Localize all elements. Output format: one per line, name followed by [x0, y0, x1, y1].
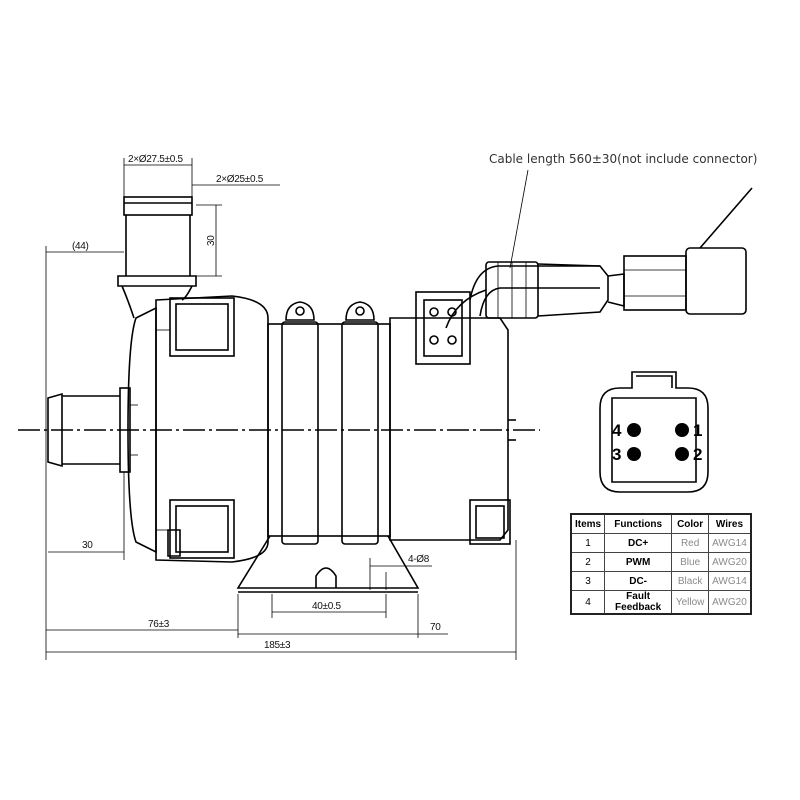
cell-wire: AWG14 [708, 571, 752, 591]
dimension-hole-dia: 4-Ø8 [369, 554, 432, 590]
cell-item: 2 [570, 552, 606, 572]
svg-text:(44): (44) [72, 241, 89, 252]
cable-length-label: Cable length 560±30(not include connecto… [489, 152, 757, 166]
pin-function-table: Items Functions Color Wires 1 DC+ Red AW… [570, 513, 752, 615]
header-wires: Wires [708, 513, 752, 534]
outlet-nozzle [117, 196, 197, 319]
volute-housing [127, 295, 269, 563]
svg-text:4-Ø8: 4-Ø8 [408, 554, 430, 565]
svg-text:30: 30 [82, 540, 93, 551]
svg-text:70: 70 [430, 622, 441, 633]
cell-function: Fault Feedback [604, 590, 673, 615]
header-items: Items [570, 513, 606, 534]
cell-item: 4 [570, 590, 606, 615]
cell-item: 3 [570, 571, 606, 591]
pin-label-4: 4 [612, 421, 622, 440]
svg-text:30: 30 [206, 235, 217, 246]
table-row: 1 DC+ Red AWG14 [570, 533, 752, 553]
cell-color: Red [671, 533, 710, 553]
motor-rear [389, 289, 516, 545]
pin-dot-1 [675, 423, 689, 437]
dimension-hole-spacing: 40±0.5 [271, 594, 387, 618]
pin-label-3: 3 [612, 445, 621, 464]
cell-wire: AWG14 [708, 533, 752, 553]
table-row: 2 PWM Blue AWG20 [570, 552, 752, 572]
svg-text:2×Ø25±0.5: 2×Ø25±0.5 [216, 174, 264, 185]
table-row: 3 DC- Black AWG14 [570, 571, 752, 591]
inlet-nozzle [47, 387, 138, 473]
cell-function: DC- [604, 571, 673, 591]
cell-wire: AWG20 [708, 552, 752, 572]
pin-dot-3 [627, 447, 641, 461]
cell-wire: AWG20 [708, 590, 752, 615]
mounting-bracket [236, 535, 420, 593]
cell-item: 1 [570, 533, 606, 553]
dimension-total-length: 185±3 [46, 540, 517, 660]
cable-leader-line [509, 169, 529, 269]
table-row: 4 Fault Feedback Yellow AWG20 [570, 590, 752, 615]
dimension-inlet-dia: 2×Ø27.5±0.5 [123, 154, 193, 197]
cell-color: Blue [671, 552, 710, 572]
header-functions: Functions [604, 513, 673, 534]
svg-text:40±0.5: 40±0.5 [312, 601, 341, 612]
dimension-nozzle-length: 30 [196, 204, 222, 277]
dimension-overall-ref: (44) [45, 241, 124, 660]
dimension-inlet-length: 30 [48, 472, 125, 560]
pin-dot-2 [675, 447, 689, 461]
cell-color: Yellow [671, 590, 710, 615]
cell-function: DC+ [604, 533, 673, 553]
dimension-outlet-dia: 2×Ø25±0.5 [192, 174, 280, 186]
pin-label-2: 2 [693, 445, 702, 464]
cable-assembly [469, 187, 753, 319]
motor-body [267, 301, 391, 545]
svg-text:2×Ø27.5±0.5: 2×Ø27.5±0.5 [128, 154, 183, 165]
dimension-mount-width: 70 [238, 594, 448, 638]
svg-text:185±3: 185±3 [264, 640, 291, 651]
header-color: Color [671, 513, 710, 534]
table-header-row: Items Functions Color Wires [570, 513, 752, 534]
dimension-mount-offset: 76±3 [46, 594, 239, 638]
connector-face: 1 2 3 4 [599, 371, 709, 493]
svg-text:76±3: 76±3 [148, 619, 170, 630]
cell-color: Black [671, 571, 710, 591]
cell-function: PWM [604, 552, 673, 572]
pin-label-1: 1 [693, 421, 702, 440]
pin-dot-4 [627, 423, 641, 437]
